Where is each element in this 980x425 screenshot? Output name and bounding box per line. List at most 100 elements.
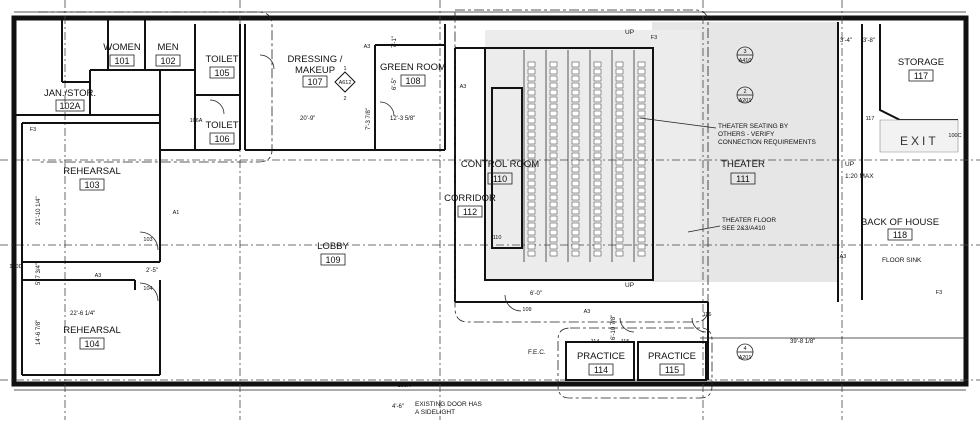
seat xyxy=(615,243,624,250)
marker-dress-num2: 2 xyxy=(343,96,346,102)
seat xyxy=(637,152,646,159)
room-number-women: 101 xyxy=(114,56,129,66)
seat xyxy=(637,82,646,89)
slope-label: 1:20 MAX xyxy=(845,173,874,180)
seat xyxy=(637,68,646,75)
seat xyxy=(549,173,558,180)
seat xyxy=(549,194,558,201)
seat xyxy=(615,187,624,194)
seat xyxy=(527,208,536,215)
seat xyxy=(593,96,602,103)
seating-area-fill xyxy=(485,30,700,280)
room-name-control: CONTROL ROOM xyxy=(461,159,539,170)
dim-14-6: 14'-6 7/8" xyxy=(36,320,42,345)
seat xyxy=(527,166,536,173)
seat xyxy=(527,159,536,166)
seat xyxy=(527,82,536,89)
tag-104: 104 xyxy=(143,286,152,292)
seat xyxy=(527,236,536,243)
seat xyxy=(637,166,646,173)
seat xyxy=(593,82,602,89)
seat xyxy=(571,75,580,82)
seat xyxy=(637,75,646,82)
seat xyxy=(571,68,580,75)
marker-4-sheet: A201 xyxy=(739,355,752,361)
section-markers: 3 A410 2 A201 4 A201 1 A612 2 xyxy=(334,46,754,361)
seat xyxy=(571,110,580,117)
dim-39-8: 39'-8 1/8" xyxy=(790,339,815,345)
tag-115: 115 xyxy=(621,339,630,345)
tag-109: 109 xyxy=(522,307,531,313)
seat xyxy=(549,159,558,166)
practice-walls xyxy=(557,327,713,399)
seat xyxy=(637,201,646,208)
seat xyxy=(637,145,646,152)
seat xyxy=(615,236,624,243)
seat xyxy=(571,145,580,152)
room-number-toilet-105: 105 xyxy=(214,68,229,78)
seat xyxy=(593,117,602,124)
seat xyxy=(527,61,536,68)
floor-sink-label: FLOOR SINK xyxy=(882,257,922,264)
seat xyxy=(549,180,558,187)
seat xyxy=(527,75,536,82)
seat xyxy=(571,96,580,103)
seat xyxy=(549,166,558,173)
room-name-lobby: LOBBY xyxy=(317,241,349,252)
room-number-dressing: 107 xyxy=(307,77,322,87)
marker-3-sheet: A410 xyxy=(739,58,752,64)
seat xyxy=(571,159,580,166)
tag-a3-e: A3 xyxy=(584,309,591,315)
seat xyxy=(637,138,646,145)
seat xyxy=(549,89,558,96)
seat xyxy=(593,243,602,250)
restroom-walls xyxy=(14,18,446,151)
seat xyxy=(571,243,580,250)
seating-note-2: OTHERS - VERIFY xyxy=(718,131,775,138)
seat xyxy=(549,68,558,75)
seat xyxy=(549,82,558,89)
seat xyxy=(571,187,580,194)
room-number-storage: 117 xyxy=(914,71,928,81)
tag-a3-c: A3 xyxy=(460,84,467,90)
seat xyxy=(571,166,580,173)
seat xyxy=(549,75,558,82)
seat xyxy=(527,173,536,180)
seat xyxy=(527,152,536,159)
seat xyxy=(593,229,602,236)
marker-4-num: 4 xyxy=(743,346,746,352)
dim-20-9: 20'-9" xyxy=(300,116,315,122)
seat xyxy=(615,75,624,82)
room-name-dressing: DRESSING / xyxy=(288,54,343,65)
room-number-theater: 111 xyxy=(736,174,750,184)
dim-6-0: 6'-0" xyxy=(530,291,542,297)
back-of-house-walls xyxy=(700,22,966,339)
tag-a1-a: A1 xyxy=(173,210,180,216)
seat xyxy=(637,159,646,166)
theater-walls xyxy=(38,9,709,380)
up-label-theater: UP xyxy=(845,161,854,168)
room-name-storage: STORAGE xyxy=(898,57,944,68)
room-name-dressing-2: MAKEUP xyxy=(295,65,335,76)
room-number-jan: 102A xyxy=(59,101,80,111)
seat xyxy=(527,187,536,194)
seat xyxy=(637,208,646,215)
seat xyxy=(549,117,558,124)
seat xyxy=(527,131,536,138)
room-number-back-of-house: 118 xyxy=(893,230,907,240)
room-name-rehearsal-104: REHEARSAL xyxy=(63,325,121,336)
seat xyxy=(637,222,646,229)
theater-seating xyxy=(523,50,646,262)
room-name-men: MEN xyxy=(157,42,178,53)
seat xyxy=(593,222,602,229)
existing-door-note-2: A SIDELIGHT xyxy=(415,409,455,416)
seat xyxy=(615,215,624,222)
marker-2-sheet: A201 xyxy=(739,98,752,104)
tag-a3-d: A3 xyxy=(840,254,847,260)
seat xyxy=(615,229,624,236)
seat xyxy=(527,222,536,229)
seat xyxy=(549,215,558,222)
notes: THEATER SEATING BY OTHERS - VERIFY CONNE… xyxy=(415,29,936,416)
